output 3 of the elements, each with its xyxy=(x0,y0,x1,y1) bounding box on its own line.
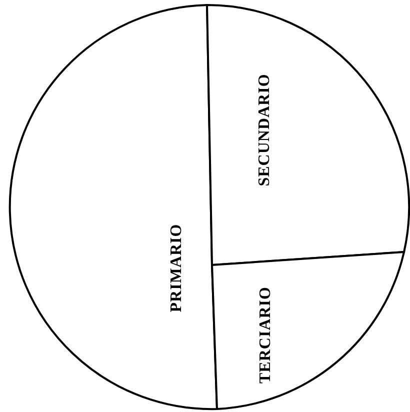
sector-label: SECUNDARIO xyxy=(256,74,274,186)
sector-label: TERCIARIO xyxy=(257,286,275,384)
sector-label: PRIMARIO xyxy=(168,224,186,312)
